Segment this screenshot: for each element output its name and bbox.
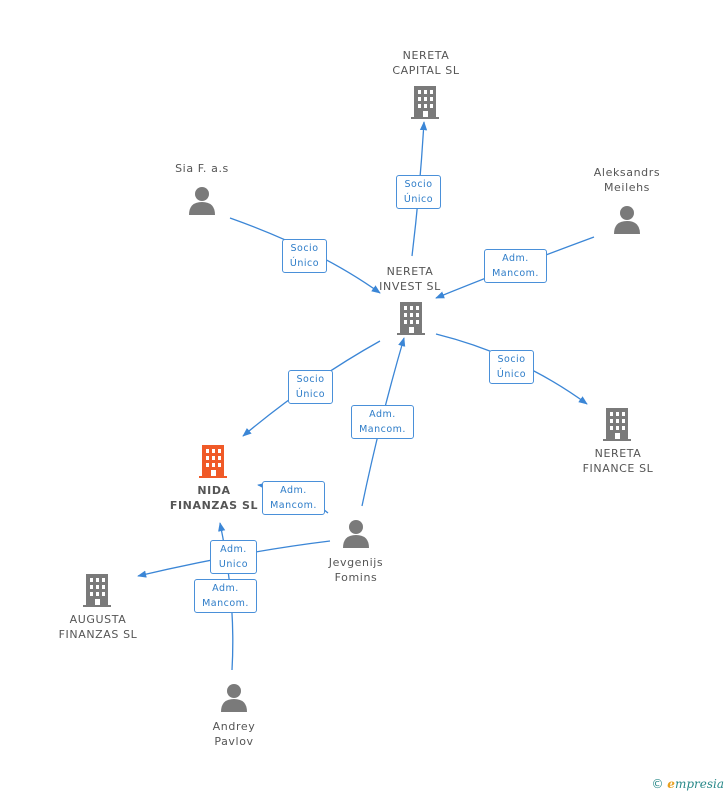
edge-label-invest-finance[interactable]: Socio Único <box>489 350 534 384</box>
node-nereta-finance[interactable]: NERETA FINANCE SL <box>548 406 688 476</box>
person-icon <box>343 520 369 548</box>
edge-label-line1: Socio <box>497 354 526 365</box>
person-icon <box>189 187 215 215</box>
person-icon <box>221 684 247 712</box>
node-label-line1: Andrey <box>212 720 256 733</box>
node-label-line2: FINANZAS SL <box>169 499 259 512</box>
node-label-line2: FINANCE SL <box>582 462 654 475</box>
edge-label-invest-capital[interactable]: Socio Único <box>396 175 441 209</box>
edge-label-andrey-nida[interactable]: Adm. Mancom. <box>194 579 257 613</box>
building-icon <box>603 408 631 441</box>
node-label-line2: INVEST SL <box>379 280 441 293</box>
node-label-line2: Pavlov <box>214 735 254 748</box>
person-icon <box>614 206 640 234</box>
edge-label-line1: Adm. <box>212 583 239 594</box>
brand-name: mpresia <box>674 777 724 791</box>
brand-e-logo: e <box>667 777 675 791</box>
building-icon <box>83 574 111 607</box>
edge-label-line2: Único <box>289 258 320 269</box>
node-label-line1: Sia F. a.s <box>175 162 229 175</box>
node-label-line1: NIDA <box>197 484 231 497</box>
node-sia-fas[interactable]: Sia F. a.s <box>132 161 272 216</box>
edge-label-line2: Mancom. <box>359 424 406 435</box>
copyright-symbol: © <box>651 777 664 791</box>
edge-label-line1: Adm. <box>369 409 396 420</box>
edge-label-line1: Socio <box>296 374 325 385</box>
node-label-line1: Jevgenijs <box>328 556 384 569</box>
edge-label-aleks-invest[interactable]: Adm. Mancom. <box>484 249 547 283</box>
edge-label-line2: Unico <box>218 559 249 570</box>
empresia-footer[interactable]: © empresia <box>651 777 724 791</box>
node-label-line2: Fomins <box>334 571 378 584</box>
edge-label-line2: Mancom. <box>202 598 249 609</box>
node-jevgenijs[interactable]: Jevgenijs Fomins <box>286 519 426 585</box>
edge-label-invest-nida[interactable]: Socio Único <box>288 370 333 404</box>
edge-label-jev-invest[interactable]: Adm. Mancom. <box>351 405 414 439</box>
edge-label-line1: Adm. <box>220 544 247 555</box>
node-label-line1: NERETA <box>402 49 450 62</box>
node-aleksandrs[interactable]: Aleksandrs Meilehs <box>557 165 697 235</box>
edge-label-jev-nida[interactable]: Adm. Mancom. <box>262 481 325 515</box>
node-label-line2: FINANZAS SL <box>58 628 138 641</box>
node-andrey-pavlov[interactable]: Andrey Pavlov <box>164 683 304 749</box>
edge-label-line1: Adm. <box>502 253 529 264</box>
node-nida-finanzas[interactable]: NIDA FINANZAS SL <box>144 443 284 513</box>
node-label-line1: AUGUSTA <box>69 613 127 626</box>
node-nereta-capital[interactable]: NERETA CAPITAL SL <box>356 48 496 120</box>
edge-label-sia-invest[interactable]: Socio Único <box>282 239 327 273</box>
building-icon <box>411 86 439 119</box>
node-label-line2: CAPITAL SL <box>392 64 460 77</box>
building-icon <box>397 302 425 335</box>
edge-label-line1: Adm. <box>280 485 307 496</box>
node-label-line2: Meilehs <box>603 181 651 194</box>
node-label-line1: Aleksandrs <box>593 166 661 179</box>
building-icon <box>199 445 227 478</box>
edge-label-line2: Mancom. <box>492 268 539 279</box>
edge-label-line2: Único <box>403 194 434 205</box>
edge-label-line2: Único <box>295 389 326 400</box>
edge-label-line2: Único <box>496 369 527 380</box>
node-label-line1: NERETA <box>386 265 434 278</box>
edge-label-line1: Socio <box>290 243 319 254</box>
edge-label-line1: Socio <box>404 179 433 190</box>
node-label-line1: NERETA <box>594 447 642 460</box>
node-nereta-invest[interactable]: NERETA INVEST SL <box>340 264 480 336</box>
edge-label-nida-augusta[interactable]: Adm. Unico <box>210 540 257 574</box>
node-augusta-finanzas[interactable]: AUGUSTA FINANZAS SL <box>28 572 168 642</box>
edge-label-line2: Mancom. <box>270 500 317 511</box>
